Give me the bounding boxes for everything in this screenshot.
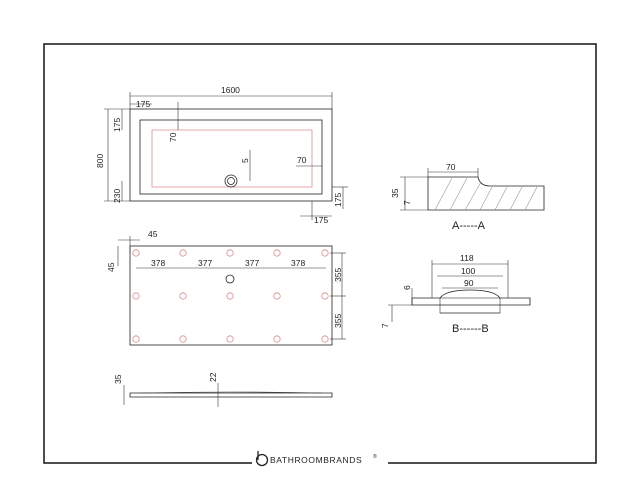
section-b-waste — [439, 297, 501, 314]
dim-rim-left: 175 — [136, 99, 150, 109]
drawing-frame — [43, 43, 597, 464]
dim-section-b-outer: 118 — [460, 253, 474, 263]
dim-feet-spacing-4: 378 — [291, 258, 305, 268]
foot-hole-15 — [321, 335, 329, 343]
tray-underside — [129, 245, 333, 346]
foot-hole-9 — [273, 292, 281, 300]
section-b: 118 100 90 6 7 B------B — [380, 253, 531, 335]
dim-waste-edge: 230 — [112, 189, 122, 203]
waste-outlet-inner — [227, 177, 235, 185]
foot-hole-14 — [273, 335, 281, 343]
dim-section-a-lip: 7 — [402, 200, 412, 205]
foot-hole-4 — [273, 249, 281, 257]
dim-inner-top: 70 — [168, 132, 178, 142]
dim-inner-right: 70 — [297, 155, 307, 165]
section-a-label: A-----A — [452, 220, 486, 232]
dim-waste-offset: 5 — [240, 158, 250, 163]
foot-hole-11 — [132, 335, 140, 343]
dim-section-b-mid: 100 — [461, 266, 475, 276]
waste-outlet — [224, 174, 238, 188]
dim-feet-edge-x: 45 — [148, 229, 158, 239]
foot-hole-12 — [179, 335, 187, 343]
dim-section-a-height: 35 — [390, 188, 400, 198]
tray-profile — [129, 392, 333, 398]
foot-hole-6 — [132, 292, 140, 300]
foot-hole-1 — [132, 249, 140, 257]
dim-feet-spacing-1: 378 — [151, 258, 165, 268]
dim-row-spacing-2: 355 — [333, 314, 343, 328]
foot-hole-8 — [226, 292, 234, 300]
foot-hole-7 — [179, 292, 187, 300]
dim-feet-spacing-3: 377 — [245, 258, 259, 268]
section-a-shape — [427, 176, 545, 211]
dim-rim-right: 175 — [333, 193, 343, 207]
section-a: 70 35 7 A-----A — [390, 162, 545, 232]
section-b-label: B------B — [452, 323, 489, 335]
brand-footer: BATHROOMBRANDS ® — [252, 451, 388, 468]
tray-outline — [129, 108, 333, 202]
waste-hole — [225, 274, 235, 284]
plan-view: 1600 175 800 175 230 70 5 70 175 175 — [95, 85, 348, 225]
dim-feet-edge-y: 45 — [106, 262, 116, 272]
dim-rim-top: 175 — [112, 118, 122, 132]
dim-profile-depth: 22 — [208, 372, 218, 382]
bathroombrands-logo-icon — [255, 451, 269, 467]
dim-width: 800 — [95, 154, 105, 168]
foot-hole-2 — [179, 249, 187, 257]
brand-name: BATHROOMBRANDS — [270, 455, 362, 465]
foot-hole-13 — [226, 335, 234, 343]
foot-hole-10 — [321, 292, 329, 300]
dim-feet-spacing-2: 377 — [198, 258, 212, 268]
dim-section-b-depth: 7 — [380, 323, 390, 328]
foot-hole-5 — [321, 249, 329, 257]
side-profile: 35 22 — [113, 372, 333, 407]
dim-section-a-width: 70 — [446, 162, 456, 172]
dim-section-b-inner: 90 — [464, 278, 474, 288]
dim-row-spacing-1: 355 — [333, 268, 343, 282]
dim-profile-height: 35 — [113, 374, 123, 384]
tray-inner — [139, 119, 323, 195]
dim-rim-bottom: 175 — [314, 215, 328, 225]
feet-view: 45 45 378 377 377 378 355 355 — [106, 229, 346, 346]
flow-area — [151, 129, 313, 188]
dim-section-b-step: 6 — [402, 285, 412, 290]
section-b-shape — [411, 289, 531, 306]
brand-reg-mark: ® — [373, 453, 377, 460]
foot-hole-3 — [226, 249, 234, 257]
dim-length: 1600 — [221, 85, 240, 95]
